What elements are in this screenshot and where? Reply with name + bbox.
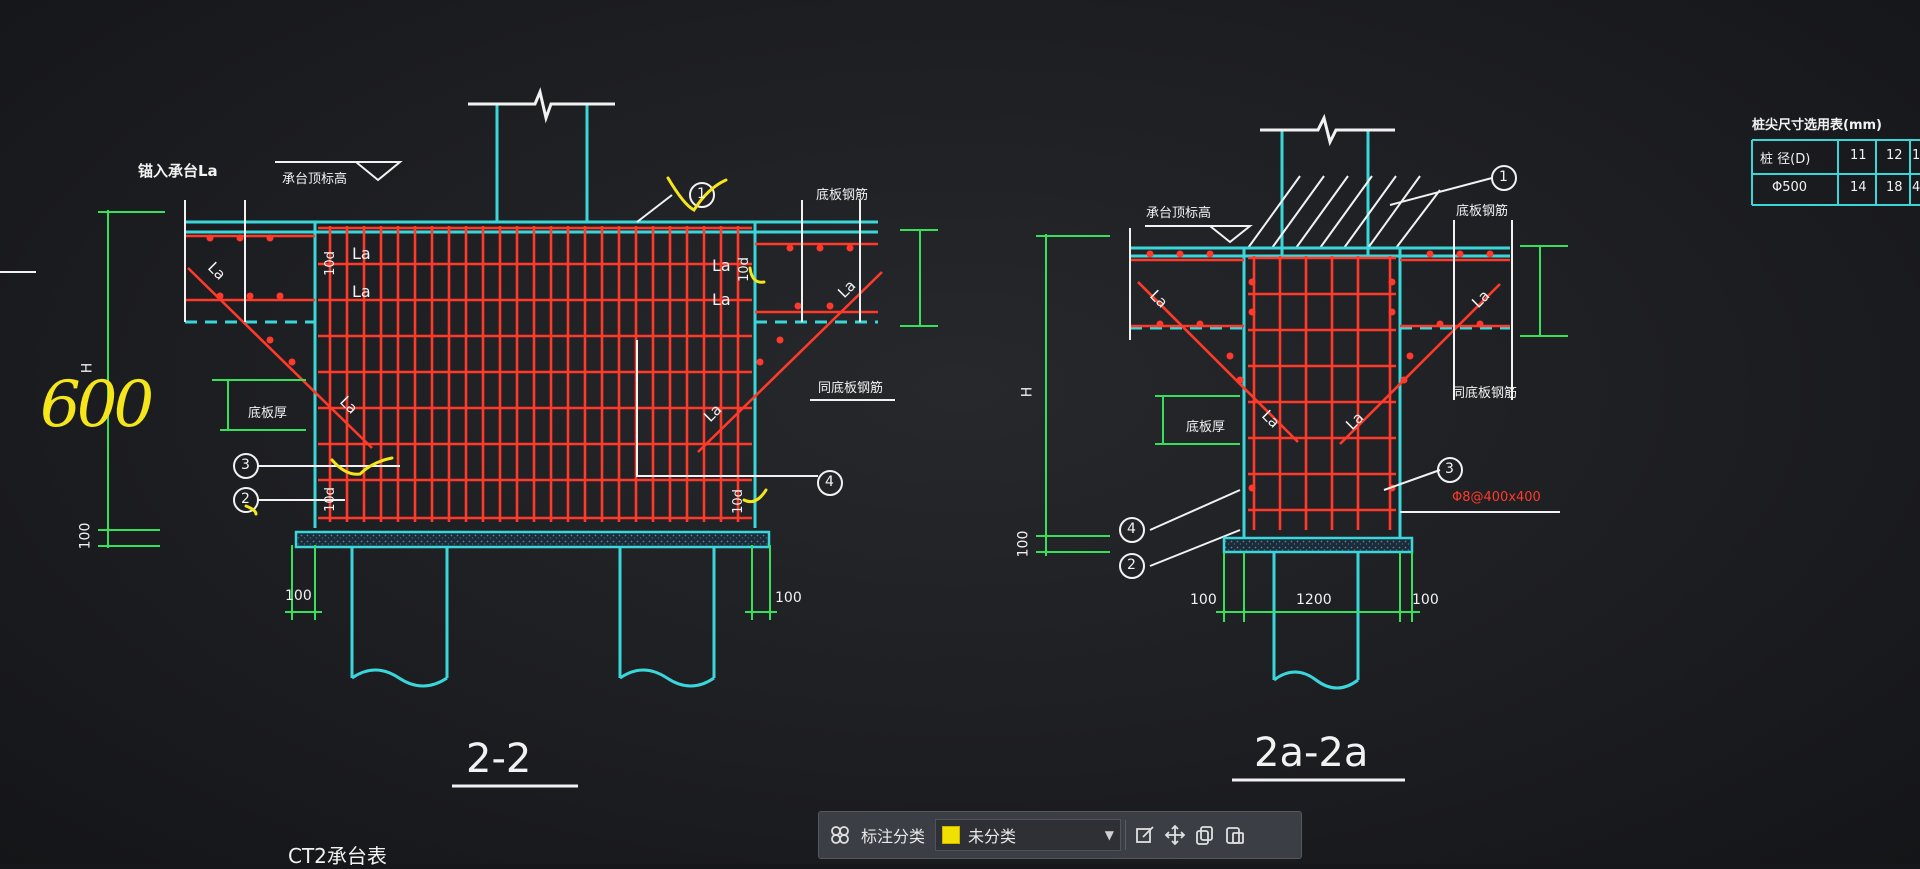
rebar-dots	[206, 234, 854, 366]
label-10d-1: 10d	[322, 251, 338, 276]
column-hatch	[1247, 175, 1441, 249]
toolbar-divider	[1125, 820, 1127, 850]
label-cap-top-elevation: 承台顶标高	[282, 172, 348, 187]
section-2-2	[98, 87, 938, 688]
dim-base-layer: 100	[77, 522, 94, 550]
label-same-bottom-plate-rebar: 同底板钢筋	[818, 381, 884, 396]
dim-width-right: 1200	[1296, 592, 1332, 608]
table-header-0: 桩 径(D)	[1760, 152, 1811, 167]
dim-right-offset-right: 100	[1412, 592, 1439, 608]
label-bottom-plate-rebar-right: 底板钢筋	[1456, 204, 1509, 219]
category-select-value: 未分类	[968, 827, 1017, 846]
callout-right-2: 2	[1127, 557, 1136, 573]
move-icon[interactable]	[1160, 820, 1190, 850]
label-la-3: La	[204, 258, 230, 284]
category-select[interactable]: 未分类 ▼	[935, 819, 1122, 851]
label-la-right-3: La	[1468, 286, 1494, 312]
label-10d-4: 10d	[736, 257, 752, 282]
section-2a-2a	[1036, 113, 1568, 690]
pile-tip-table	[1751, 139, 1920, 206]
stirrup-note: Φ8@400x400	[1452, 490, 1541, 505]
table-cell-0-0: Φ500	[1772, 180, 1808, 195]
color-swatch	[942, 826, 961, 844]
label-la-7: La	[834, 276, 860, 302]
callout-4: 4	[825, 474, 834, 490]
label-height-right: H	[1019, 386, 1036, 398]
edit-icon[interactable]	[1130, 820, 1160, 850]
section-title-2-2: 2-2	[466, 736, 532, 782]
label-bottom-plate-rebar: 底板钢筋	[816, 188, 869, 203]
partial-caption: CT2承台表	[288, 844, 387, 868]
label-la-1: La	[352, 244, 371, 263]
label-la-right-1: La	[1146, 286, 1172, 312]
table-cell-0-3: 4	[1912, 180, 1920, 195]
label-la-4: La	[336, 392, 362, 418]
label-bottom-plate-thickness-right: 底板厚	[1186, 420, 1226, 435]
copy-icon[interactable]	[1190, 820, 1220, 850]
rebar-grid	[185, 226, 883, 522]
table-header-1: 11	[1850, 148, 1867, 163]
label-la-6: La	[712, 290, 731, 309]
annotation-toolbar: 标注分类 未分类 ▼	[818, 811, 1302, 859]
dim-left-offset: 100	[285, 588, 312, 604]
column-stub	[495, 104, 589, 222]
handwritten-note: 600	[40, 368, 154, 442]
label-la-2: La	[352, 282, 371, 301]
label-la-right-4: La	[1342, 408, 1368, 434]
chevron-down-icon: ▼	[1104, 828, 1115, 842]
dim-base-layer-right: 100	[1015, 530, 1032, 558]
table-cell-0-1: 14	[1850, 180, 1867, 195]
table-title: 桩尖尺寸选用表(mm)	[1752, 118, 1882, 133]
callout-2: 2	[241, 491, 250, 507]
toolbar-label: 标注分类	[861, 827, 926, 846]
table-cell-0-2: 18	[1886, 180, 1903, 195]
callout-right-4: 4	[1127, 521, 1136, 537]
label-10d-3: 10d	[730, 489, 746, 514]
dimensions	[98, 210, 938, 620]
label-bottom-plate-thickness: 底板厚	[248, 406, 288, 421]
label-cap-top-elevation-right: 承台顶标高	[1146, 206, 1212, 221]
paste-icon[interactable]	[1220, 820, 1250, 850]
piles	[350, 547, 716, 688]
callout-3: 3	[241, 457, 250, 473]
callout-1: 1	[697, 186, 706, 202]
label-same-bottom-plate-rebar-right: 同底板钢筋	[1452, 386, 1518, 401]
callout-right-3: 3	[1445, 461, 1454, 477]
callout-right-1: 1	[1499, 169, 1508, 185]
section-title-2a-2a: 2a-2a	[1254, 730, 1369, 776]
label-la-5: La	[712, 256, 731, 275]
blinding-layer	[294, 530, 771, 549]
label-anchor-into-cap: 锚入承台La	[138, 162, 218, 180]
layers-icon[interactable]	[825, 820, 855, 850]
label-la-8: La	[700, 400, 726, 426]
dim-left-offset-right: 100	[1190, 592, 1217, 608]
handwritten-marks	[244, 176, 768, 516]
table-header-3: 1	[1912, 148, 1920, 163]
dim-right-offset: 100	[775, 590, 802, 606]
cap-outline-right	[1130, 246, 1510, 538]
cap-outline	[185, 220, 878, 528]
table-header-2: 12	[1886, 148, 1903, 163]
rebar-grid-right	[1130, 256, 1510, 530]
label-la-right-2: La	[1258, 406, 1284, 432]
label-10d-2: 10d	[322, 487, 338, 512]
break-symbol	[468, 87, 615, 124]
